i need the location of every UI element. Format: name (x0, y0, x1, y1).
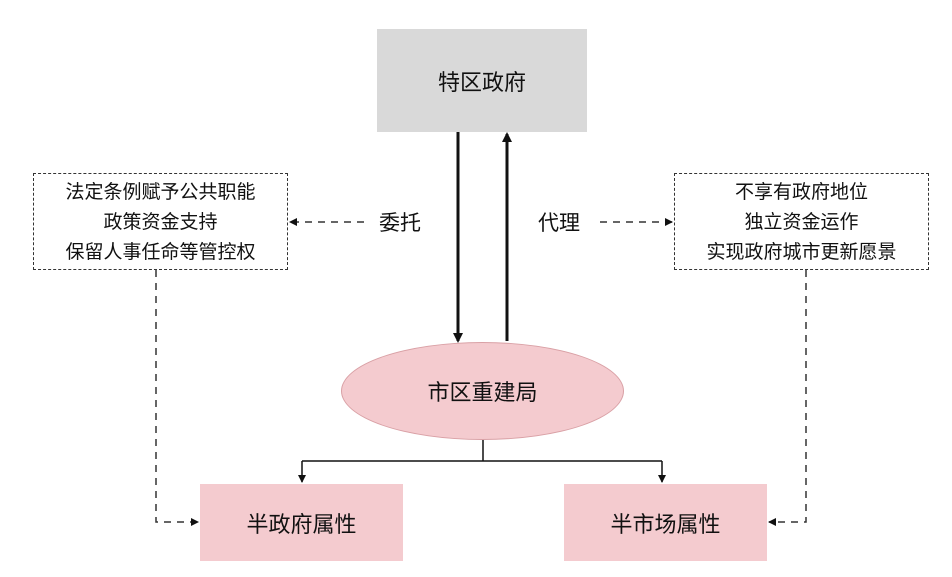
bureau-label: 市区重建局 (427, 381, 538, 406)
left-note-line-3: 保留人事任命等管控权 (65, 240, 256, 263)
right-note-line-1: 不享有政府地位 (734, 180, 868, 203)
left-note-dashed-arrow (155, 270, 199, 526)
entrust-label: 委托 (379, 211, 421, 235)
right-note-line-2: 独立资金运作 (744, 210, 859, 233)
government-label: 特区政府 (437, 70, 526, 96)
right-note-box: 不享有政府地位 独立资金运作 实现政府城市更新愿景 (674, 173, 929, 270)
semi-government-label: 半政府属性 (246, 512, 357, 538)
right-note-line-3: 实现政府城市更新愿景 (706, 240, 897, 263)
left-note-line-2: 政策资金支持 (103, 210, 218, 233)
right-note-dashed-arrow (768, 270, 807, 526)
agent-label: 代理 (538, 211, 580, 235)
bureau-node: 市区重建局 (341, 342, 624, 440)
left-note-box: 法定条例赋予公共职能 政策资金支持 保留人事任命等管控权 (33, 173, 288, 270)
semi-market-node: 半市场属性 (564, 484, 767, 561)
semi-government-node: 半政府属性 (200, 484, 403, 561)
semi-market-label: 半市场属性 (610, 512, 721, 538)
government-node: 特区政府 (377, 29, 587, 132)
left-note-line-1: 法定条例赋予公共职能 (65, 180, 256, 203)
